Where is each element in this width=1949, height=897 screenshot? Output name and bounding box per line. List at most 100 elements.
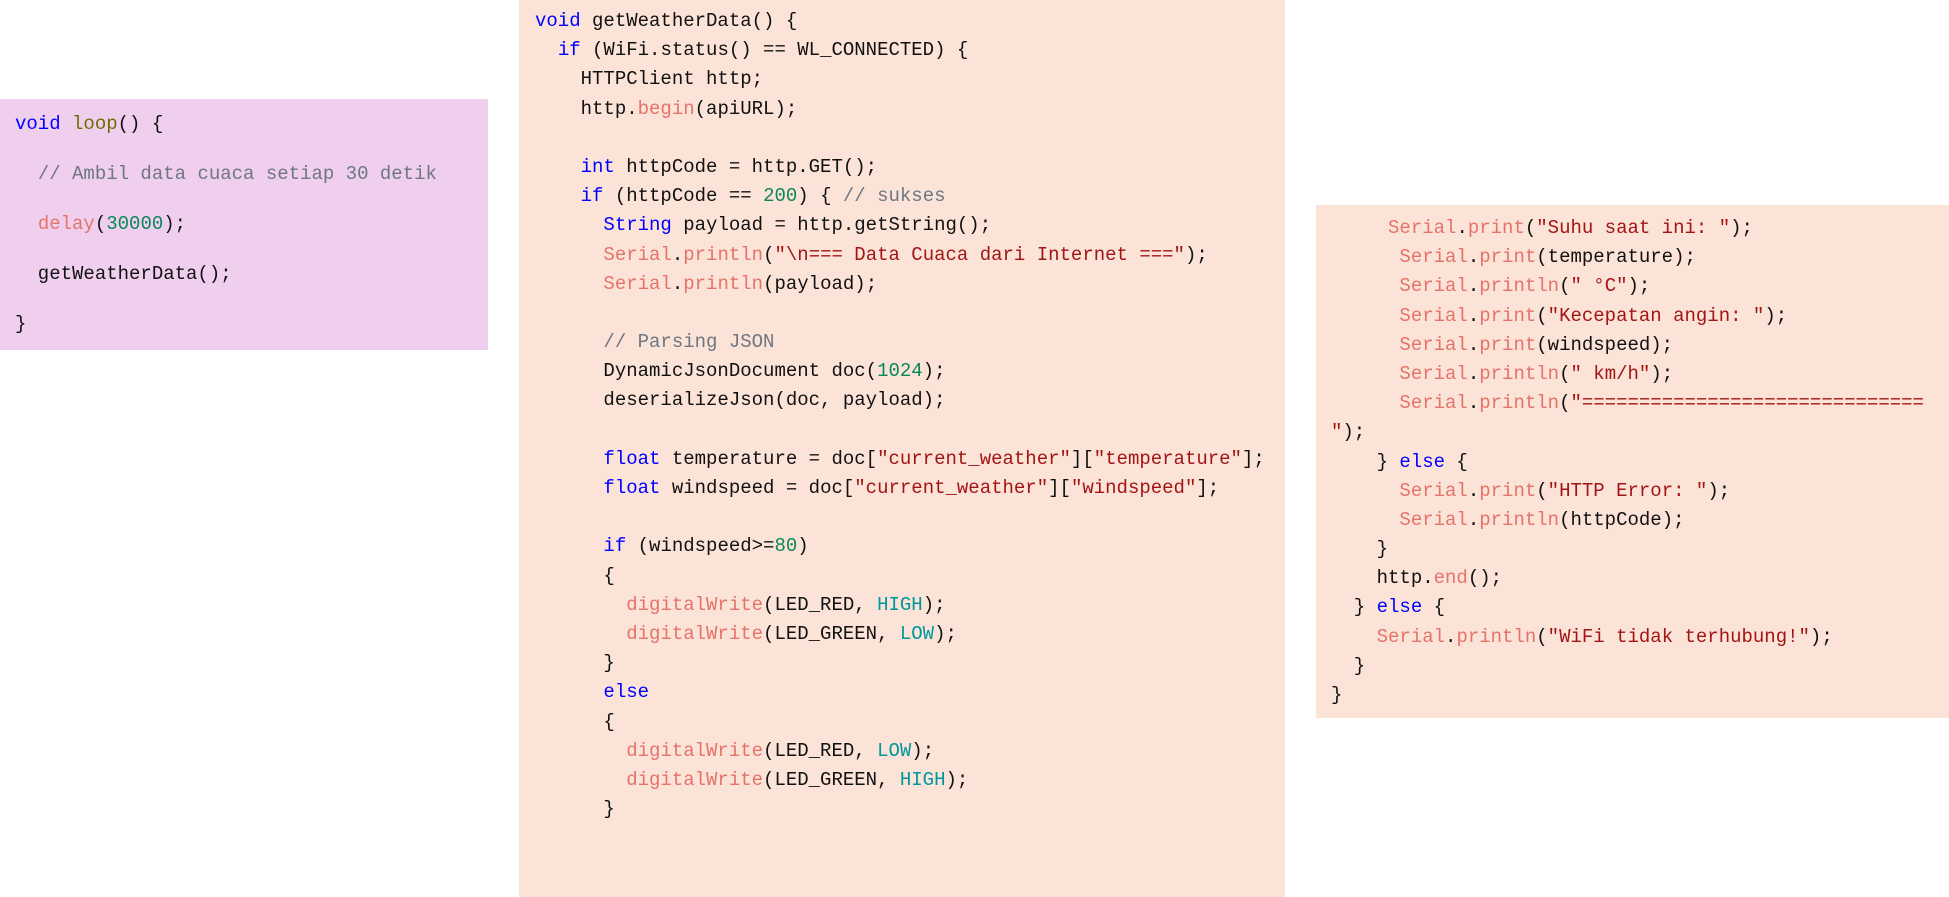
string-literal-token: "current_weather" <box>877 447 1071 470</box>
code-text-token: { <box>1422 596 1446 619</box>
builtin-call-token: print <box>1479 246 1537 269</box>
code-text-token: ) { <box>797 185 843 208</box>
builtin-call-token: print <box>1479 479 1537 502</box>
code-line: String payload = http.getString(); <box>535 211 1285 240</box>
code-line <box>535 299 1285 328</box>
code-line: void loop() { <box>15 99 488 149</box>
code-line: if (windspeed>=80) <box>535 532 1285 561</box>
builtin-call-token: Serial <box>1399 392 1468 415</box>
code-text-token <box>535 156 581 178</box>
builtin-call-token: digitalWrite <box>626 593 764 616</box>
code-line <box>535 124 1285 153</box>
builtin-call-token: Serial <box>1376 625 1446 648</box>
code-text-token: } <box>1331 538 1389 561</box>
code-text-token <box>535 594 626 616</box>
code-text-token: http. <box>1331 567 1434 590</box>
keyword-token: float <box>603 477 661 499</box>
constant-token: LOW <box>899 622 935 645</box>
builtin-call-token: digitalWrite <box>626 768 764 791</box>
keyword-token: else <box>603 681 650 704</box>
comment-token: // sukses <box>842 185 946 208</box>
code-text-token: . <box>1467 479 1480 502</box>
code-text-token <box>535 681 603 703</box>
code-text-token: ) <box>797 535 809 558</box>
builtin-call-token: println <box>683 272 764 295</box>
builtin-call-token: delay <box>37 213 95 235</box>
code-text-token: getWeatherData() { <box>580 10 798 32</box>
code-text-token: { <box>535 564 615 587</box>
code-text-token: ); <box>934 622 957 645</box>
code-line: } else { <box>1331 448 1949 477</box>
code-line: } <box>1331 681 1949 710</box>
code-text-token: ); <box>922 593 946 616</box>
code-text-token: ]; <box>1196 477 1220 499</box>
string-literal-token: "Kecepatan angin: " <box>1547 304 1765 327</box>
code-line: // Parsing JSON <box>535 328 1285 357</box>
code-line: Serial.print(windspeed); <box>1331 331 1949 360</box>
code-text-token: (apiURL); <box>694 97 798 120</box>
code-text-token: . <box>1445 625 1457 648</box>
function-name-token: loop <box>72 113 118 135</box>
code-text-token <box>1331 334 1399 356</box>
code-text-token: ( <box>1524 217 1537 239</box>
string-literal-token: " °C" <box>1570 275 1628 298</box>
code-text-token: . <box>1467 275 1480 298</box>
loop-function-code-block: void loop() { // Ambil data cuaca setiap… <box>0 99 488 350</box>
builtin-call-token: println <box>1479 275 1560 298</box>
code-text-token <box>535 331 603 353</box>
keyword-token: void <box>15 113 61 135</box>
code-text-token: (temperature); <box>1536 246 1696 269</box>
builtin-call-token: digitalWrite <box>626 622 764 645</box>
code-text-token <box>535 477 603 499</box>
code-text-token: } <box>1331 684 1343 706</box>
builtin-call-token: print <box>1467 217 1525 239</box>
code-text-token: DynamicJsonDocument doc( <box>535 360 878 383</box>
code-line: http.begin(apiURL); <box>535 95 1285 124</box>
code-line: deserializeJson(doc, payload); <box>535 386 1285 415</box>
code-text-token <box>535 214 603 236</box>
code-text-token: (WiFi.status() == WL_CONNECTED) { <box>580 39 969 62</box>
code-text-token <box>1331 275 1399 297</box>
builtin-call-token: println <box>1479 508 1560 531</box>
comment-token: // Ambil data cuaca setiap 30 detik <box>37 163 437 185</box>
code-line: int httpCode = http.GET(); <box>535 153 1285 182</box>
code-text-token: } <box>15 313 27 335</box>
code-text-token: (windspeed>= <box>626 535 775 558</box>
code-line: } <box>535 795 1285 824</box>
code-line: Serial.println("WiFi tidak terhubung!"); <box>1331 623 1949 652</box>
code-text-token: deserializeJson(doc, payload); <box>535 389 946 412</box>
code-line: HTTPClient http; <box>535 65 1285 94</box>
code-text-token: (payload); <box>763 272 878 295</box>
builtin-call-token: Serial <box>1399 479 1468 502</box>
code-text-token <box>535 740 626 762</box>
code-text-token <box>1331 509 1399 531</box>
code-text-token <box>15 163 38 185</box>
code-text-token: { <box>1445 450 1468 473</box>
code-text-token: ( <box>1536 625 1548 648</box>
code-line: { <box>535 708 1285 737</box>
code-text-token: ); <box>1764 304 1788 327</box>
constant-token: HIGH <box>899 768 946 791</box>
builtin-call-token: Serial <box>1399 246 1468 269</box>
keyword-token: else <box>1399 450 1446 473</box>
code-text-token <box>535 535 603 557</box>
constant-token: HIGH <box>877 593 923 616</box>
code-text-token <box>15 213 38 235</box>
code-line: } else { <box>1331 593 1949 622</box>
builtin-call-token: Serial <box>1399 333 1468 356</box>
code-text-token <box>1331 363 1399 385</box>
code-text-token: ); <box>1707 479 1731 502</box>
string-literal-token: "HTTP Error: " <box>1547 479 1708 502</box>
code-text-token <box>1331 217 1388 239</box>
code-line: digitalWrite(LED_RED, LOW); <box>535 737 1285 766</box>
code-line: http.end(); <box>1331 564 1949 593</box>
code-text-token: getWeatherData(); <box>15 263 232 285</box>
builtin-call-token: Serial <box>1399 362 1468 385</box>
code-line: float windspeed = doc["current_weather"]… <box>535 474 1285 503</box>
code-line: Serial.println("========================… <box>1331 389 1949 418</box>
code-line: digitalWrite(LED_RED, HIGH); <box>535 591 1285 620</box>
builtin-call-token: Serial <box>603 272 672 295</box>
code-text-token: (LED_GREEN, <box>763 622 900 645</box>
code-text-token: () { <box>117 113 164 135</box>
code-text-token: (LED_RED, <box>763 593 878 616</box>
